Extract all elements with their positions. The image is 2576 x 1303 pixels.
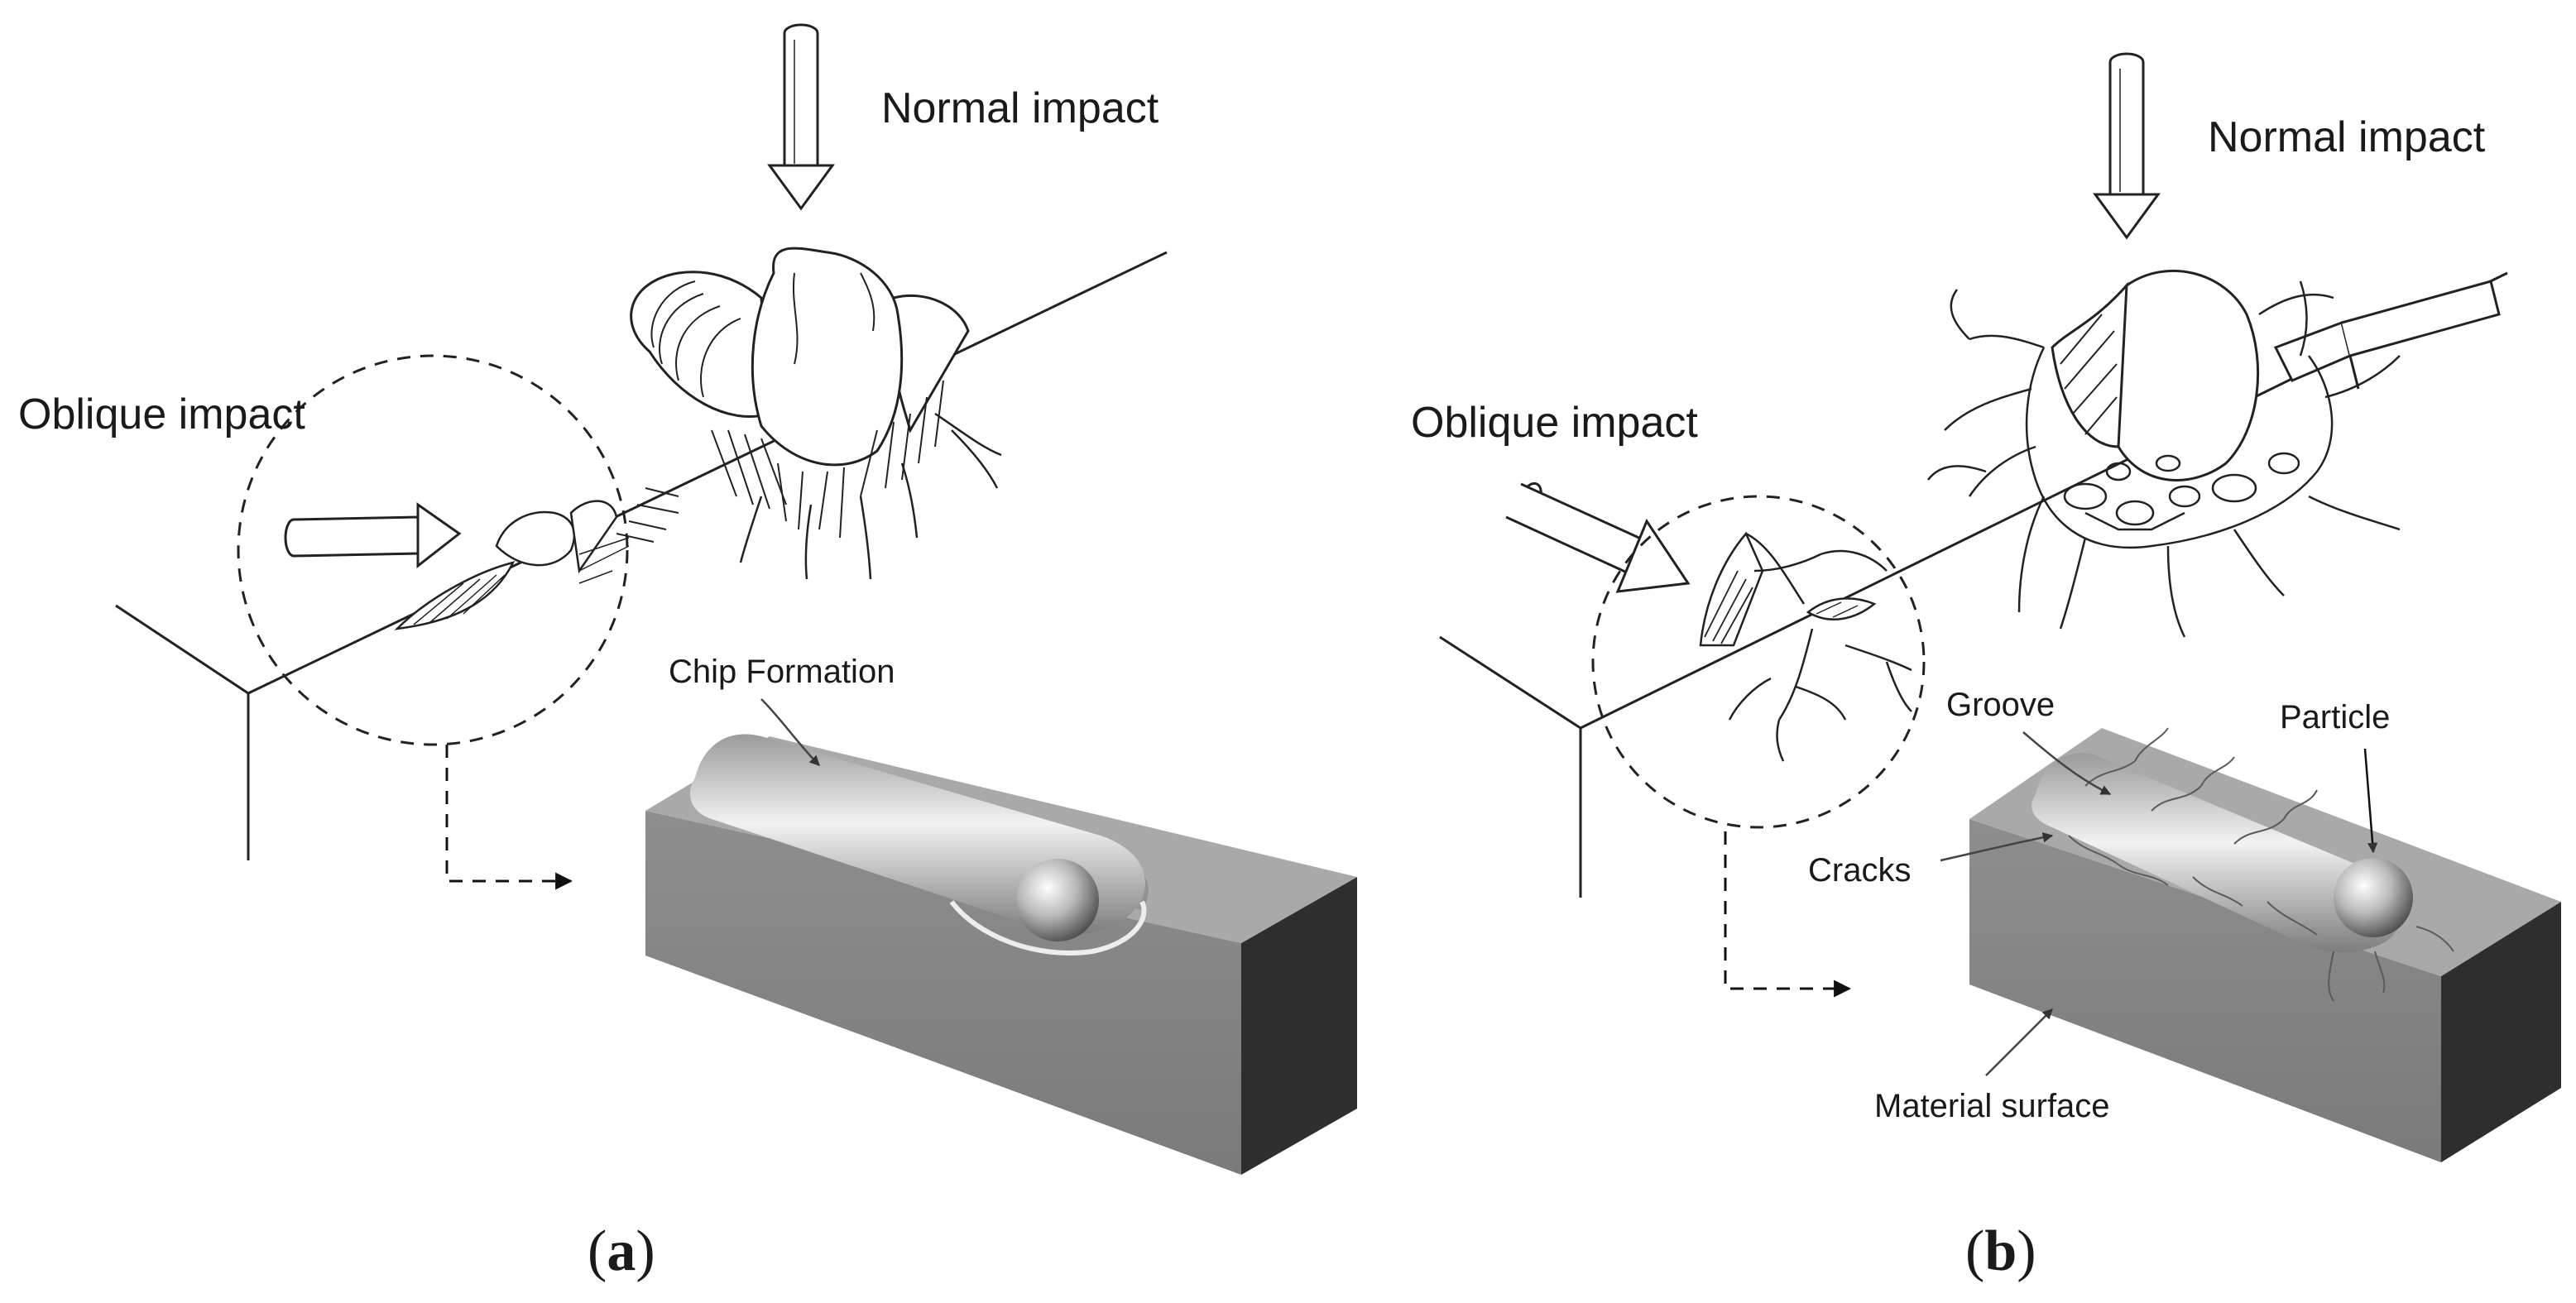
axes-b <box>1439 271 2508 898</box>
crack-web-b <box>1927 280 2401 638</box>
oblique-impact-arrow-icon <box>284 502 462 569</box>
cracks-leader-b <box>1940 832 2054 862</box>
groove-leader-b <box>2022 731 2112 796</box>
zoom-leader-arrow-b <box>1724 831 1852 998</box>
label-cracks-b: Cracks <box>1808 852 1911 889</box>
oblique-impact-arrow-icon <box>1505 481 1691 593</box>
material-block-a <box>645 734 1357 1175</box>
oblique-cracks-b <box>1728 532 1912 762</box>
particle-ball-b <box>2334 858 2413 937</box>
label-groove-b: Groove <box>1946 687 2055 723</box>
oblique-chip-a <box>394 500 630 630</box>
label-material-surface-b: Material surface <box>1874 1088 2110 1124</box>
caption-b: (b) <box>1965 1219 2036 1283</box>
splash-lines-a <box>739 412 1002 580</box>
label-chip-formation-a: Chip Formation <box>669 654 895 690</box>
oblique-zoom-circle-a <box>237 354 629 746</box>
panel-a: Normal impact Oblique impact Chip Format… <box>18 23 1357 1283</box>
caption-a: (a) <box>588 1219 655 1283</box>
particle-leader-b <box>2363 748 2378 854</box>
label-oblique-impact-a: Oblique impact <box>18 390 305 438</box>
material-surface-leader-b <box>1985 1008 2053 1076</box>
oblique-zoom-circle-b <box>1591 495 1926 829</box>
axes-a <box>115 251 1168 860</box>
zoom-leader-arrow-a <box>445 745 573 890</box>
normal-impact-particle-b <box>2051 269 2501 481</box>
normal-impact-particle-a <box>630 247 970 467</box>
panel-b: Normal impact Oblique impact Groove Part… <box>1411 52 2561 1283</box>
normal-impact-arrow-icon <box>767 23 835 211</box>
label-particle-b: Particle <box>2280 699 2390 735</box>
particle-ball-a <box>1016 859 1099 941</box>
normal-impact-arrow-icon <box>2093 52 2161 240</box>
chip-formation-leader-a <box>760 698 820 766</box>
label-normal-impact-a: Normal impact <box>881 84 1159 132</box>
material-block-b <box>1969 727 2561 1162</box>
oblique-chip-b <box>1699 531 1877 647</box>
label-oblique-impact-b: Oblique impact <box>1411 399 1698 447</box>
label-normal-impact-b: Normal impact <box>2208 113 2486 161</box>
